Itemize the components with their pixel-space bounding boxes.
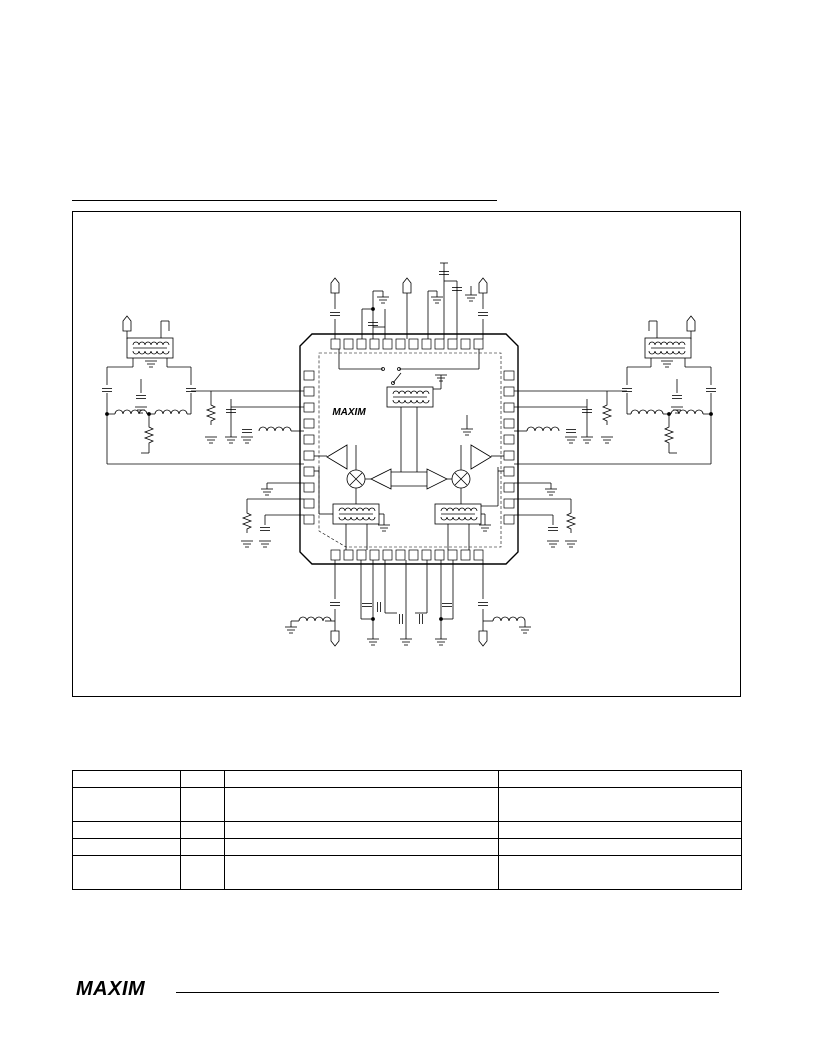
table-cell [180, 787, 225, 822]
table-row [72, 770, 742, 788]
top-external [329, 262, 489, 339]
if-transformer-right [434, 503, 482, 525]
maxim-logo: MAXIM [76, 978, 146, 999]
top-pins [330, 338, 484, 350]
table-cell [72, 787, 181, 822]
table-cell [224, 855, 499, 890]
table-cell [180, 770, 225, 788]
footer-logo-text: MAXIM [76, 978, 146, 999]
left-network [101, 315, 304, 548]
table-cell [72, 821, 181, 839]
lo-transformer [386, 386, 434, 408]
table-row [72, 855, 742, 890]
table-cell [72, 770, 181, 788]
table-cell [498, 855, 742, 890]
ic-logo: MAXIM [332, 407, 366, 418]
table-row [72, 821, 742, 839]
table-cell [498, 787, 742, 822]
table-cell [180, 855, 225, 890]
lo-switch [338, 349, 480, 385]
bottom-external [284, 560, 532, 647]
table-cell [224, 787, 499, 822]
table-cell [72, 838, 181, 856]
table-cell [498, 838, 742, 856]
right-network [514, 315, 717, 548]
table-cell [224, 821, 499, 839]
table-cell [498, 770, 742, 788]
table-cell [498, 821, 742, 839]
if-transformer-left [332, 503, 380, 525]
typical-application-circuit: MAXIM [72, 211, 741, 697]
lo-buffers [314, 444, 504, 490]
section-heading-rule [72, 200, 497, 201]
table-cell [180, 821, 225, 839]
footer-rule [176, 992, 719, 993]
table-row [72, 838, 742, 856]
table-cell [224, 770, 499, 788]
bottom-pins [330, 549, 484, 561]
component-table-wrapper [72, 770, 742, 890]
right-pins [503, 370, 515, 525]
left-pins [303, 370, 315, 525]
component-table [72, 770, 742, 890]
table-row [72, 787, 742, 822]
ic-package [299, 333, 519, 565]
table-cell [180, 838, 225, 856]
mixers [346, 445, 471, 504]
table-cell [224, 838, 499, 856]
table-cell [72, 855, 181, 890]
